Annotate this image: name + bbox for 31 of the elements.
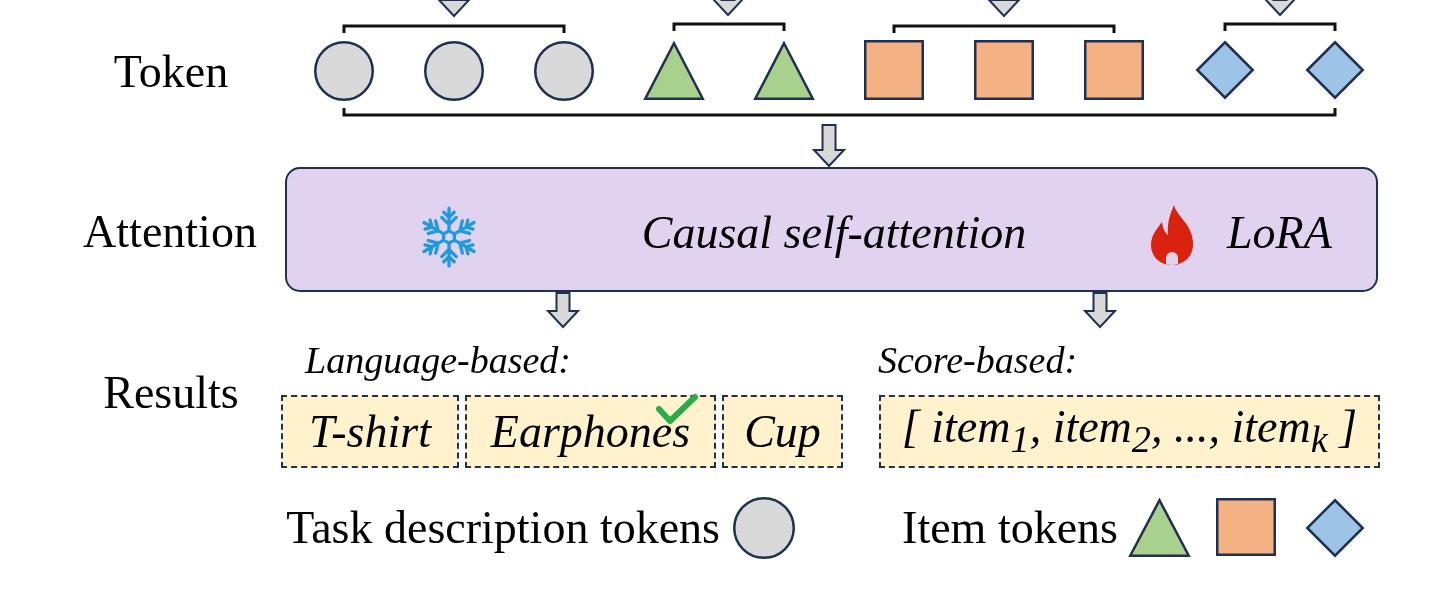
attention-panel [285,167,1378,292]
result-label: Earphones [490,408,691,455]
row-label: Attention [83,209,257,255]
triangle-token [643,40,705,100]
result-box [722,395,843,468]
circle-token [534,41,594,101]
triangle-token [753,40,815,100]
square-token [864,40,924,100]
block-arrow [811,124,847,168]
legend-label: Item tokens [902,505,1118,551]
group-heading: Score-based: [878,341,1078,379]
circle-token [424,41,484,101]
row-label: Token [113,49,229,95]
block-arrow [545,292,581,329]
result-label: T-shirt [309,408,431,455]
result-box [465,395,716,468]
result-box [281,395,459,468]
result-label: Cup [744,408,821,455]
result-label: [ item$_{1}$, item$_{2}$, ..., item$_{k}$ ] [901,404,1358,459]
circle-token [314,41,374,101]
block-title: Causal self-attention [641,210,1027,256]
square-token [1084,40,1144,100]
group-heading: Language-based: [305,341,571,379]
method-label: LoRA [1227,210,1332,256]
block-arrow [1082,292,1118,329]
diamond-token [1195,40,1255,100]
row-label: Results [103,370,239,416]
diamond-token [1305,40,1365,100]
square-token [974,40,1034,100]
legend-label: Task description tokens [286,505,720,551]
result-box [879,395,1380,468]
